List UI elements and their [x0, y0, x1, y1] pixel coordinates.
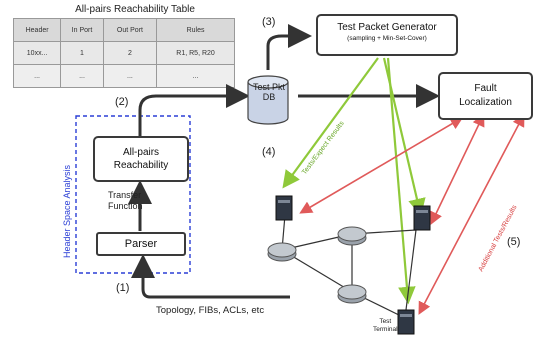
step-1: (1) — [116, 282, 130, 294]
cell-in-port: ... — [60, 64, 104, 88]
router-icon — [267, 242, 297, 262]
step-3: (3) — [262, 16, 276, 28]
topology-arrow — [131, 254, 290, 299]
col-out-port: Out Port — [102, 18, 158, 42]
test-pkt-db-cylinder — [247, 75, 289, 125]
cell-header: ... — [12, 64, 62, 88]
parser-box: Parser — [96, 232, 186, 256]
fault-localization-box: Fault Localization — [438, 72, 533, 120]
test-terminal-label: Test Terminal — [373, 318, 398, 333]
db-label-line2: DB — [262, 92, 276, 102]
table-row: 10xx... 1 2 R1, R5, R20 — [12, 41, 235, 65]
generator-title: Test Packet Generator — [337, 22, 437, 33]
table-title: All-pairs Reachability Table — [75, 4, 195, 15]
red-arrow-left — [299, 117, 464, 214]
step-4: (4) — [262, 146, 276, 158]
router-icon — [337, 226, 367, 246]
col-in-port: In Port — [60, 18, 104, 42]
col-rules: Rules — [156, 18, 235, 42]
step-5: (5) — [507, 236, 521, 248]
router-icon — [337, 284, 367, 304]
generator-subtitle: (sampling + Min-Set-Cover) — [347, 35, 427, 42]
red-arrow-right — [418, 113, 525, 315]
db-label: Test Pkt DB — [250, 82, 288, 102]
fault-line2: Localization — [459, 97, 512, 108]
transfer-function-label: Transfer Function — [108, 190, 143, 211]
topology-label: Topology, FIBs, ACLs, etc — [156, 305, 265, 316]
db-to-generator-arrow — [266, 24, 312, 70]
green-arrow-left — [282, 57, 379, 189]
step-2: (2) — [115, 96, 129, 108]
reachability-table: Header In Port Out Port Rules 10xx... 1 … — [12, 18, 235, 88]
green-arrow-right — [386, 57, 416, 305]
tests-expect-label: Tests/Expect Results — [301, 120, 346, 176]
cell-rules: ... — [156, 64, 235, 88]
reach-to-db-arrow — [138, 84, 250, 136]
red-arrow-mid — [430, 113, 485, 225]
col-header: Header — [12, 18, 62, 42]
header-space-box — [75, 115, 191, 274]
reach-line1: All-pairs — [122, 147, 160, 158]
server-icon — [413, 205, 431, 231]
fault-line1: Fault — [474, 83, 497, 94]
server-icon — [275, 195, 293, 221]
cell-in-port: 1 — [60, 41, 104, 65]
header-space-label: Header Space Analysis — [62, 164, 72, 258]
cell-rules: R1, R5, R20 — [156, 41, 235, 65]
test-packet-generator-box: Test Packet Generator (sampling + Min-Se… — [316, 14, 458, 56]
reach-line2: Reachability — [113, 160, 169, 171]
db-label-line1: Test Pkt — [252, 82, 285, 92]
cell-out-port: ... — [102, 64, 158, 88]
all-pairs-reachability-box: All-pairs Reachability — [93, 136, 189, 182]
server-icon — [397, 309, 415, 335]
table-row: ... ... ... ... — [12, 64, 235, 88]
parser-label: Parser — [124, 238, 158, 250]
